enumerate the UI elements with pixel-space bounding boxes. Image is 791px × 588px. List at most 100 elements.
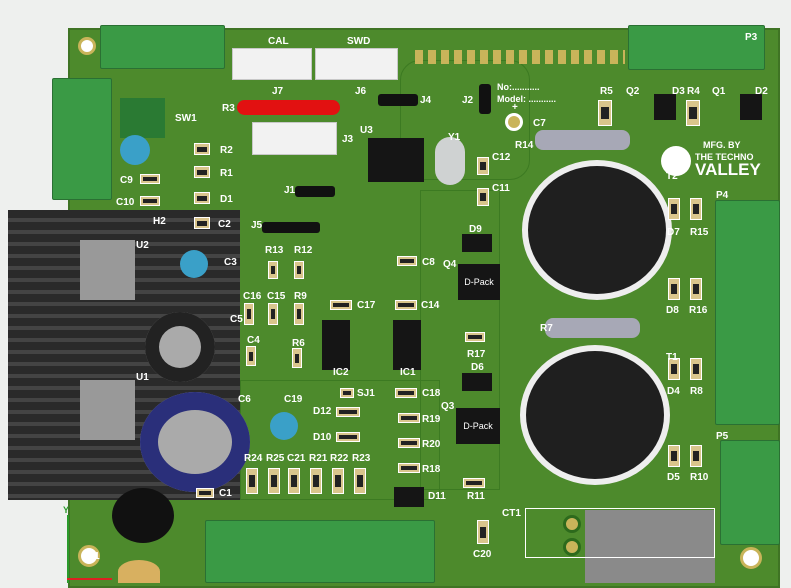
smd-component — [246, 468, 258, 494]
silk-label-r10: R10 — [690, 472, 709, 483]
resistor-r7 — [545, 318, 640, 338]
mounting-hole — [78, 37, 96, 55]
silk-label-sw1: SW1 — [175, 113, 197, 124]
smd-component — [477, 157, 489, 175]
capacitor-c-small — [120, 135, 150, 165]
silk-label-c9: C9 — [120, 175, 133, 186]
silk-label-f1: F1 — [88, 551, 100, 562]
smd-component — [398, 413, 420, 423]
mounting-hole — [78, 545, 100, 567]
silk-label-c6: C6 — [238, 394, 251, 405]
silk-label-d6: D6 — [471, 362, 484, 373]
silk-label-y1: Y1 — [448, 132, 461, 143]
smd-component — [336, 432, 360, 442]
silk-label-r7: R7 — [540, 323, 553, 334]
silk-label-c5: C5 — [230, 314, 243, 325]
silk-label-j1: J1 — [284, 185, 296, 196]
transformer-t1 — [520, 345, 670, 485]
smd-component — [395, 300, 417, 310]
connector-top-left[interactable] — [100, 25, 225, 69]
silk-label-r19: R19 — [422, 414, 441, 425]
silk-label-r24: R24 — [244, 453, 263, 464]
smd-component — [292, 348, 302, 368]
connector-j3[interactable] — [252, 122, 337, 155]
silk-label-q3: Q3 — [441, 401, 455, 412]
silk-label-u3: U3 — [360, 125, 373, 136]
silk-plus: + — [512, 102, 518, 113]
smd-component — [194, 143, 210, 155]
ic-u3 — [368, 138, 424, 182]
silk-label-r18: R18 — [422, 464, 441, 475]
current-transformer-ct1 — [585, 510, 715, 583]
techno-valley-logo-icon — [661, 146, 691, 176]
jumper-j4[interactable] — [378, 94, 418, 106]
jumper-j1[interactable] — [295, 186, 335, 197]
silk-label-sj1: SJ1 — [357, 388, 375, 399]
silk-label-swd: SWD — [347, 36, 371, 47]
capacitor-c6 — [140, 392, 250, 492]
silk-label-c14: C14 — [421, 300, 440, 311]
silk-label-c12: C12 — [492, 152, 511, 163]
silk-label-r4: R4 — [687, 86, 700, 97]
smd-component — [268, 303, 278, 325]
silk-label-r11: R11 — [467, 491, 485, 502]
pin-header-row — [415, 50, 625, 64]
silk-label-d9: D9 — [469, 224, 482, 235]
silk-label-p4: P4 — [716, 190, 729, 201]
silk-label-d8: D8 — [666, 305, 679, 316]
smd-component — [354, 468, 366, 494]
silk-model: Model: ........... — [497, 94, 557, 104]
silk-label-ic2: IC2 — [333, 367, 349, 378]
silk-label-c2: C2 — [218, 219, 231, 230]
transformer-t2 — [522, 160, 672, 300]
smd-component — [690, 358, 702, 380]
silk-label-c15: C15 — [267, 291, 286, 302]
jumper-j5[interactable] — [262, 222, 320, 233]
smd-component — [288, 468, 300, 494]
smd-component — [268, 261, 278, 279]
diode-d9 — [462, 234, 492, 252]
connector-p5[interactable] — [720, 440, 780, 545]
silk-label-r14: R14 — [515, 140, 534, 151]
smd-component — [668, 445, 680, 467]
silk-label-r20: R20 — [422, 439, 441, 450]
silk-label-r23: R23 — [352, 453, 371, 464]
connector-left[interactable] — [52, 78, 112, 200]
smd-component — [310, 468, 322, 494]
ic-ic2 — [322, 320, 350, 370]
diode-d3 — [654, 94, 676, 120]
switch-sw1[interactable] — [120, 98, 165, 138]
smd-component — [194, 217, 210, 229]
silk-label-c10: C10 — [116, 197, 135, 208]
smd-component — [246, 346, 256, 366]
silk-label-c16: C16 — [243, 291, 262, 302]
silk-label-d4: D4 — [667, 386, 680, 397]
silk-label-c17: C17 — [357, 300, 376, 311]
dpack-q3: D-Pack — [456, 408, 500, 444]
silk-label-ic1: IC1 — [400, 367, 416, 378]
jumper-j2[interactable] — [479, 84, 491, 114]
smd-component — [194, 166, 210, 178]
connector-p4[interactable] — [715, 200, 780, 425]
smd-component — [332, 468, 344, 494]
resistor-r3 — [237, 100, 340, 115]
smd-component — [294, 261, 304, 279]
silk-label-r3: R3 — [222, 103, 235, 114]
connector-j7[interactable] — [232, 48, 312, 80]
silk-label-p3: P3 — [745, 32, 758, 43]
silk-label-ct1: CT1 — [502, 508, 521, 519]
silk-label-r1: R1 — [220, 168, 233, 179]
diode-d2 — [740, 94, 762, 120]
smd-component — [340, 388, 354, 398]
mounting-hole — [740, 547, 762, 569]
axis-y-icon — [67, 515, 69, 583]
regulator-u2 — [80, 240, 135, 300]
smd-component — [477, 188, 489, 206]
connector-p3[interactable] — [628, 25, 765, 70]
connector-bottom[interactable] — [205, 520, 435, 583]
axis-y-label: Y — [63, 505, 70, 515]
connector-j6[interactable] — [315, 48, 398, 80]
silk-label-d1: D1 — [220, 194, 233, 205]
silk-label-j3: J3 — [342, 134, 354, 145]
silk-label-t2: T2 — [666, 171, 678, 182]
